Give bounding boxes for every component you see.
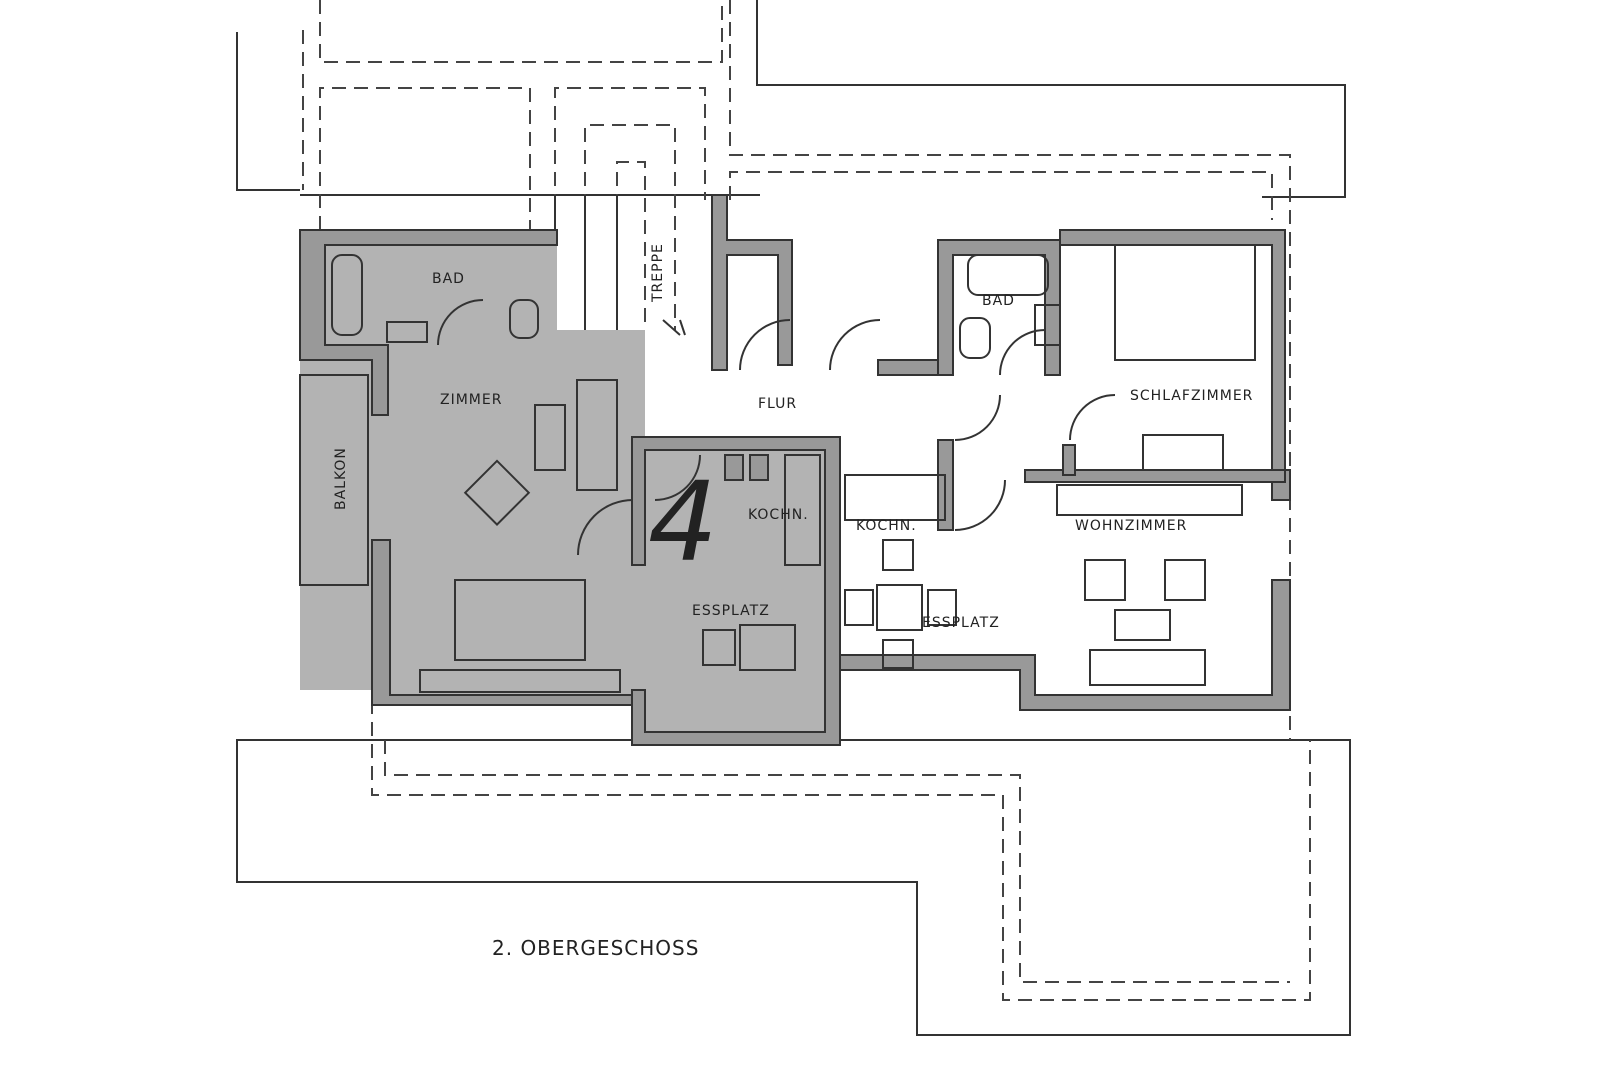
label-bad-left: BAD xyxy=(432,271,465,287)
label-schlafzimmer: SCHLAFZIMMER xyxy=(1130,388,1253,404)
building-outlines xyxy=(236,0,1351,1036)
label-wohnzimmer: WOHNZIMMER xyxy=(1075,518,1187,534)
label-kochn-left: KOCHN. xyxy=(748,507,809,523)
label-essplatz-left: ESSPLATZ xyxy=(692,603,770,619)
label-balkon: BALKON xyxy=(333,447,349,510)
label-kochn-right: KOCHN. xyxy=(856,518,917,534)
label-zimmer: ZIMMER xyxy=(440,392,502,408)
walls-right xyxy=(711,194,1291,711)
floor-title: 2. OBERGESCHOSS xyxy=(492,936,699,960)
label-treppe: TREPPE xyxy=(650,243,666,303)
room-labels: BAD ZIMMER BALKON TREPPE FLUR KOCHN. ESS… xyxy=(333,243,1253,960)
label-flur: FLUR xyxy=(758,396,797,412)
dashed-outlines xyxy=(302,0,1311,1001)
doors xyxy=(437,299,1116,556)
label-bad-right: BAD xyxy=(982,293,1015,309)
label-essplatz-right: ESSPLATZ xyxy=(922,615,1000,631)
unit-4-highlight xyxy=(299,229,841,746)
furniture xyxy=(299,244,1256,693)
unit-number: 4 xyxy=(648,458,718,586)
